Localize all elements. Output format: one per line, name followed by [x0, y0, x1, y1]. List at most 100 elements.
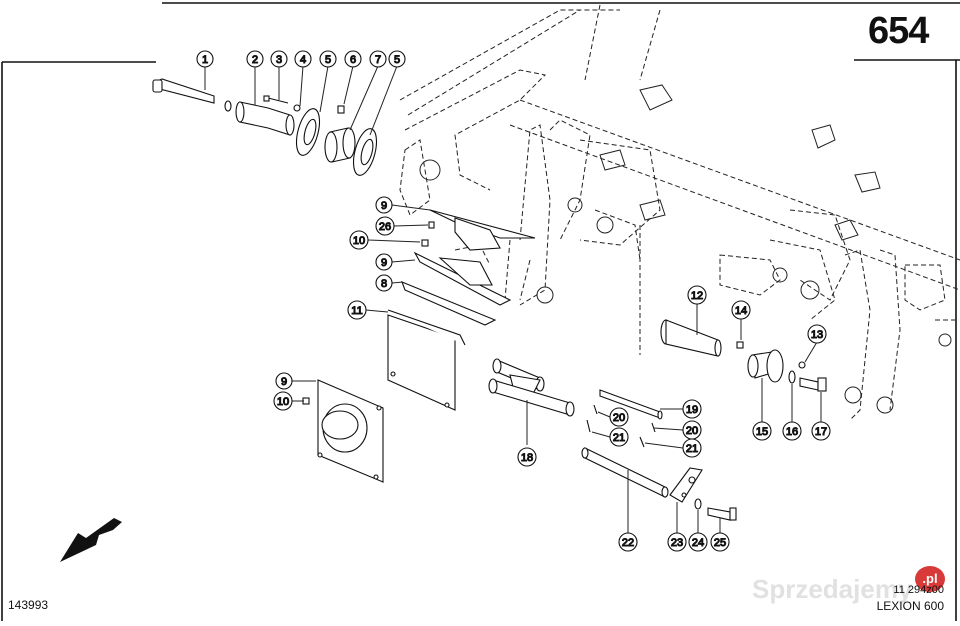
callout-17: 17	[811, 421, 831, 441]
callout-group: 1 2 3 4 5 6 7 5 9 26 10 9 8 11 9 10 12 1…	[196, 50, 831, 552]
svg-text:26: 26	[379, 221, 391, 233]
svg-text:16: 16	[786, 426, 798, 438]
callout-3: 3	[270, 50, 288, 68]
callout-20b: 20	[682, 420, 702, 440]
svg-text:19: 19	[686, 404, 698, 416]
svg-text:20: 20	[686, 425, 698, 437]
callout-6: 6	[344, 50, 362, 68]
svg-text:1: 1	[202, 54, 208, 66]
part-grease-nipple	[337, 105, 345, 114]
callout-4: 4	[294, 50, 312, 68]
svg-text:10: 10	[277, 396, 289, 408]
callout-23: 23	[667, 532, 687, 552]
svg-text:12: 12	[691, 290, 703, 302]
callout-24: 24	[688, 532, 708, 552]
callout-5b: 5	[388, 50, 406, 68]
callout-12: 12	[687, 285, 707, 305]
callout-9a: 9	[375, 196, 393, 214]
part-bearing	[324, 127, 356, 163]
svg-text:20: 20	[613, 412, 625, 424]
svg-text:18: 18	[521, 452, 533, 464]
part-hinge-bracket	[488, 358, 575, 417]
svg-text:15: 15	[756, 426, 768, 438]
part-washer-16	[788, 370, 796, 384]
part-mounting-plate	[387, 309, 466, 411]
model-name: LEXION 600	[876, 599, 944, 613]
callout-2: 2	[246, 50, 264, 68]
watermark-badge: .pl	[915, 566, 945, 592]
callout-19: 19	[682, 399, 702, 419]
svg-text:17: 17	[815, 426, 827, 438]
part-bushing-sleeve	[235, 101, 295, 136]
svg-text:6: 6	[350, 54, 356, 66]
part-bearing-flange-2	[352, 128, 378, 176]
part-pivot-pin	[660, 319, 722, 357]
part-small-bolt	[263, 95, 289, 104]
svg-text:14: 14	[735, 305, 747, 317]
callout-13: 13	[807, 324, 827, 344]
leader-lines	[204, 65, 822, 533]
svg-text:9: 9	[381, 200, 387, 212]
callout-16: 16	[782, 421, 802, 441]
machine-frame	[399, 4, 960, 421]
page-number: 654	[868, 10, 929, 52]
part-long-bolt	[152, 78, 232, 112]
document-id: 143993	[8, 598, 49, 612]
svg-text:9: 9	[381, 257, 387, 269]
frame-solid-details	[419, 84, 952, 414]
svg-text:22: 22	[622, 537, 634, 549]
watermark-text: Sprzedajemy	[752, 574, 913, 604]
callout-10b: 10	[273, 391, 293, 411]
callout-9c: 9	[275, 372, 293, 390]
svg-text:3: 3	[276, 54, 282, 66]
svg-text:9: 9	[281, 376, 287, 388]
svg-text:4: 4	[300, 54, 306, 66]
callout-10a: 10	[349, 230, 369, 250]
part-gasket	[401, 281, 497, 326]
callout-22: 22	[618, 532, 638, 552]
part-long-pin-22	[581, 447, 669, 498]
callout-18: 18	[517, 447, 537, 467]
callout-7: 7	[369, 50, 387, 68]
svg-text:10: 10	[353, 235, 365, 247]
svg-text:5: 5	[394, 54, 400, 66]
svg-text:11: 11	[351, 305, 362, 317]
svg-text:24: 24	[692, 537, 704, 549]
callout-25: 25	[710, 532, 730, 552]
callout-14: 14	[731, 300, 751, 320]
callout-21b: 21	[682, 438, 702, 458]
part-nut-13	[798, 361, 806, 369]
direction-arrow-icon	[60, 518, 122, 562]
svg-text:7: 7	[375, 54, 381, 66]
callout-8: 8	[375, 274, 393, 292]
callout-21a: 21	[609, 427, 629, 447]
svg-text:21: 21	[613, 432, 625, 444]
part-roll-pins	[586, 404, 656, 448]
svg-text:25: 25	[714, 537, 726, 549]
callout-15: 15	[752, 421, 772, 441]
svg-text:23: 23	[671, 537, 683, 549]
svg-text:21: 21	[686, 443, 698, 455]
part-spacer	[736, 341, 744, 349]
part-bearing-flange-1	[295, 108, 321, 156]
drawing-code: 11 294z00	[893, 584, 944, 596]
part-cover-plate-mid	[413, 239, 512, 306]
callout-11: 11	[347, 300, 367, 320]
svg-text:5: 5	[325, 54, 331, 66]
svg-text:13: 13	[811, 329, 823, 341]
callout-9b: 9	[375, 253, 393, 271]
svg-text:8: 8	[381, 278, 387, 290]
callout-5a: 5	[319, 50, 337, 68]
callout-20a: 20	[609, 407, 629, 427]
callout-26: 26	[375, 216, 395, 236]
part-bolt-17	[799, 377, 827, 392]
part-cover-plate-bottom	[302, 379, 384, 483]
part-bolt-25	[707, 507, 737, 521]
callout-1: 1	[196, 50, 214, 68]
part-retaining-plate	[669, 467, 703, 503]
part-flanged-bushing	[747, 349, 784, 383]
part-pin-19	[599, 389, 663, 420]
